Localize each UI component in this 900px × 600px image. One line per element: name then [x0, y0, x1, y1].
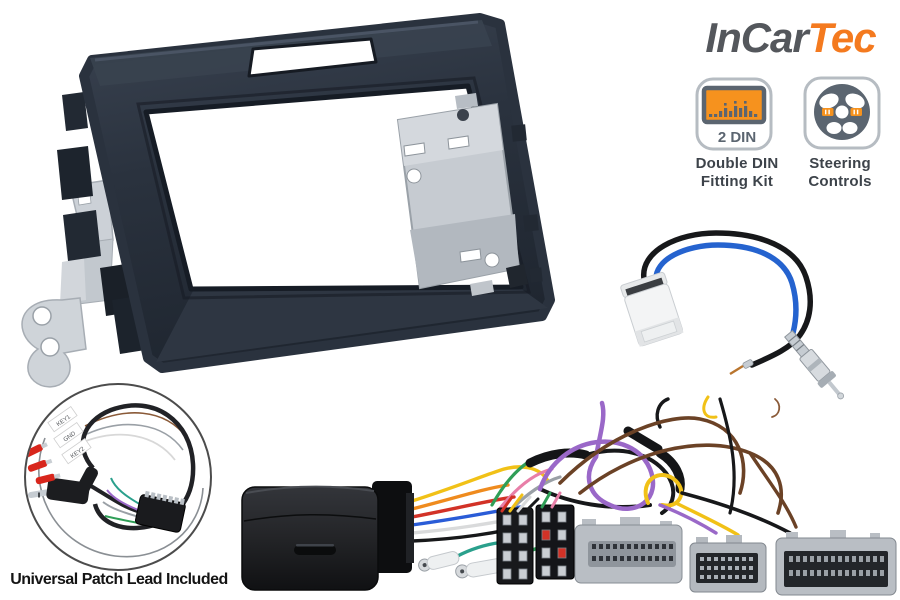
patch-lead-caption: Universal Patch Lead Included	[10, 571, 228, 588]
fascia-side-bracket-left	[21, 179, 114, 388]
fascia-clips-right	[511, 124, 543, 283]
equalizer-bars-icon	[709, 101, 758, 117]
oem-connector-3	[775, 530, 897, 596]
aerial-din-plug	[784, 329, 845, 400]
patch-lead-cable	[80, 403, 196, 531]
steering-wheel-icon	[803, 76, 881, 150]
feature-label-steering: Steering Controls	[808, 155, 872, 190]
fascia-side-bracket-right	[396, 93, 528, 296]
fascia-top-slot	[247, 37, 378, 78]
bullet-connectors	[418, 551, 505, 579]
wiring-harness	[241, 395, 897, 596]
fascia-panel	[21, 13, 555, 388]
din-badge-label: 2 DIN	[718, 129, 756, 146]
brand-logo-primary: InCar	[705, 14, 808, 61]
aerial-wire-blue	[653, 242, 799, 336]
oem-connector-1	[574, 517, 683, 584]
patch-lead-jack-3-5mm	[28, 466, 98, 505]
feature-label-double-din: Double DIN Fitting Kit	[695, 155, 779, 190]
aerial-adapter	[620, 230, 845, 400]
steering-buttons	[822, 108, 862, 116]
iso-connector-1	[496, 507, 534, 585]
patch-lead-molex-connector	[135, 490, 186, 533]
swc-interface-box	[241, 481, 414, 591]
brand-logo-accent: Tec	[807, 14, 877, 61]
patch-lead-label-flags: KEY1 GND KEY2	[47, 406, 92, 465]
patch-lead-crimps	[26, 442, 61, 485]
harness-wire-loom	[410, 395, 798, 571]
brand-logo: InCarTec	[688, 14, 893, 62]
oem-connector-2	[689, 535, 767, 593]
aerial-connector	[620, 271, 684, 347]
iso-connector-2	[535, 504, 575, 580]
aerial-pin-terminal	[742, 359, 754, 369]
patch-lead-inset: KEY1 GND KEY2	[24, 383, 212, 571]
double-din-icon: 2 DIN	[695, 77, 773, 151]
iso-wire-stubs	[500, 491, 562, 513]
